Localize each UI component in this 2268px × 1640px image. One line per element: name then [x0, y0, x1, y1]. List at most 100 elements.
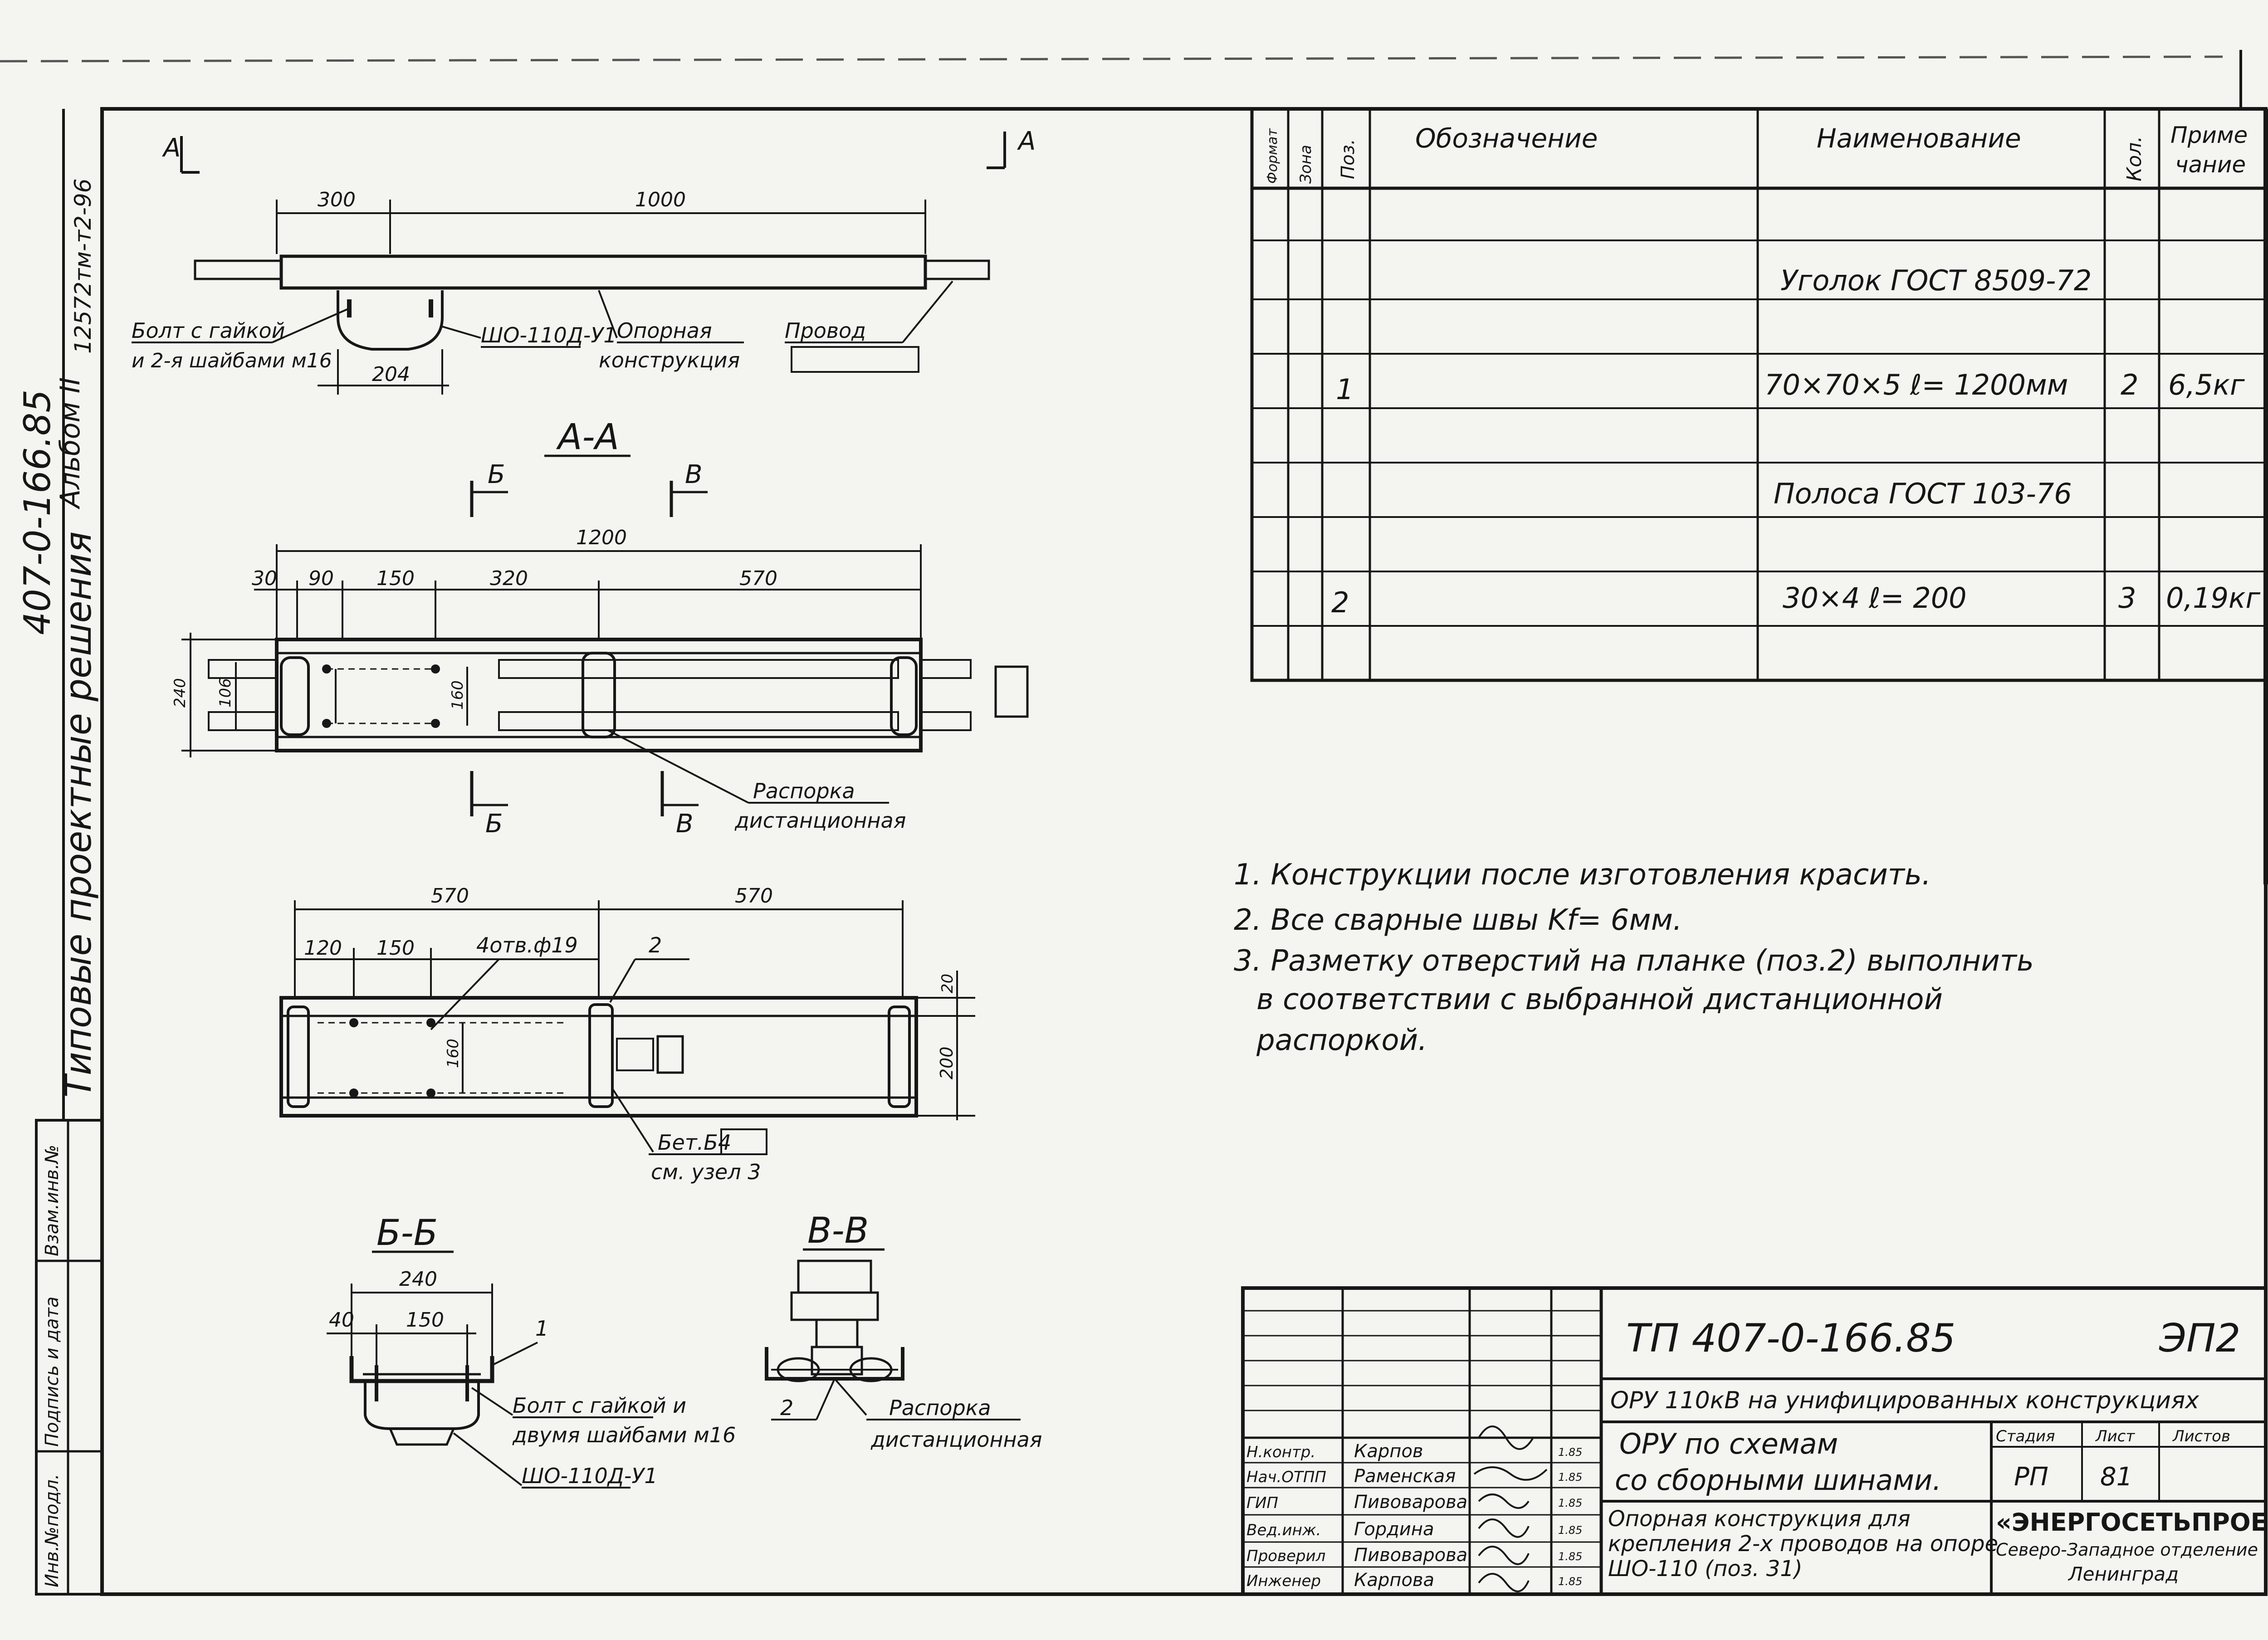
stage-label: Стадия [1996, 1427, 2055, 1445]
marker-b-top: Б [488, 460, 505, 489]
hdr-designation: Обозначение [1415, 123, 1598, 154]
sheet-value: 81 [2100, 1462, 2132, 1492]
sig-name-5: Пивоварова [1354, 1545, 1467, 1566]
dim-320: 320 [490, 567, 528, 590]
sig-role-5: Проверил [1246, 1547, 1325, 1565]
plan-dim-200: 200 [937, 1046, 957, 1079]
plan-dim-150: 150 [376, 937, 415, 960]
plan-dim-20: 20 [938, 974, 957, 993]
vv-pos-2: 2 [780, 1396, 793, 1420]
sig-role-4: Вед.инж. [1246, 1521, 1321, 1539]
dim-1200: 1200 [576, 526, 627, 549]
top-view: А А 300 1000 204 Болт с гайкой и 2-я шай… [132, 127, 1036, 395]
hdr-zone: Зона [1297, 145, 1315, 184]
hdr-qty: Кол. [2123, 136, 2146, 181]
row-2-qty: 2 [2121, 368, 2138, 401]
dim-30: 30 [252, 567, 277, 590]
plan-view: 570 570 120 150 4отв.ф19 2 160 20 [279, 884, 975, 1184]
sig-date-3: 1.85 [1558, 1497, 1582, 1509]
title-block: Н.контр. Карпов 1.85 Нач.ОТПП Раменская … [1241, 1286, 2268, 1596]
section-aa: А-А Б В 1200 30 90 150 320 570 [171, 417, 1029, 839]
vv-spacer-label-2: дистанционная [870, 1427, 1042, 1452]
row-2-note: 6,5кг [2168, 368, 2245, 401]
marker-v-top: В [685, 460, 702, 489]
sig-role-6: Инженер [1246, 1572, 1321, 1590]
sig-date-1: 1.85 [1558, 1446, 1582, 1459]
stage-value: РП [2014, 1462, 2048, 1492]
sig-name-1: Карпов [1354, 1441, 1423, 1462]
dim-300: 300 [318, 188, 356, 211]
dim-160: 160 [449, 680, 467, 710]
sheet-label: Лист [2095, 1427, 2135, 1445]
bb-pos-1: 1 [535, 1316, 548, 1341]
hdr-note-2: чание [2175, 151, 2246, 178]
bb-dim-150: 150 [406, 1308, 444, 1332]
dim-1000: 1000 [635, 188, 686, 211]
bb-bolt-label: Болт с гайкой и [513, 1393, 686, 1418]
insulator-label: ШО-110Д-У1 [481, 323, 617, 347]
support-label-2: конструкция [599, 348, 740, 372]
plan-dim-570-right: 570 [735, 884, 773, 908]
wire-label: Провод [785, 318, 866, 343]
sig-date-4: 1.85 [1558, 1524, 1582, 1537]
hdr-pos: Поз. [1338, 139, 1359, 179]
section-aa-title: А-А [556, 417, 619, 458]
bolt-label-2: и 2-я шайбами м16 [132, 349, 332, 372]
general-notes: 1. Конструкции после изготовления красит… [1234, 858, 2034, 1057]
pos-2-label: 2 [649, 933, 662, 957]
note-2: 2. Все сварные швы Kf= 6мм. [1234, 903, 1682, 937]
section-bb: Б-Б 240 40 150 1 Болт с гайкой и двумя ш… [327, 1213, 736, 1489]
sig-name-6: Карпова [1354, 1570, 1434, 1591]
vv-spacer-label: Распорка [889, 1396, 991, 1420]
dim-240: 240 [171, 678, 189, 708]
org-city: Ленинград [2068, 1563, 2179, 1585]
drawing-title-3: ШО-110 (поз. 31) [1608, 1556, 1803, 1581]
bb-dim-40: 40 [329, 1308, 354, 1332]
sheet-code: ЭП2 [2159, 1316, 2240, 1361]
row-2-name: 70×70×5 ℓ= 1200мм [1765, 368, 2068, 401]
sig-date-2: 1.85 [1558, 1471, 1582, 1484]
note-1: 1. Конструкции после изготовления красит… [1234, 858, 1931, 892]
spacer-label: Распорка [753, 779, 855, 803]
sig-date-5: 1.85 [1558, 1550, 1582, 1563]
section-bb-title: Б-Б [376, 1213, 438, 1254]
section-marker-a-right: А [1017, 127, 1036, 156]
dim-106: 106 [216, 678, 235, 708]
org-branch: Северо-Западное отделение [1996, 1540, 2258, 1560]
spec-table: Формат Зона Поз. Обозначение Наименовани… [1250, 107, 2268, 682]
sig-name-2: Раменская [1354, 1466, 1456, 1487]
stamp-replace: Взам.инв.№ [42, 1145, 63, 1256]
row-4-pos: 2 [1331, 586, 1349, 619]
dim-150: 150 [376, 567, 415, 590]
row-2-pos: 1 [1336, 373, 1354, 406]
archive-number: 12572тм-т2-96 [70, 178, 96, 354]
note-3-line-2: в соответствии с выбранной дистанционной [1256, 983, 1943, 1016]
note-3-line-3: распоркой. [1256, 1024, 1427, 1057]
holes-label: 4отв.ф19 [476, 933, 578, 957]
section-vv-title: В-В [807, 1210, 869, 1251]
hdr-name: Наименование [1817, 123, 2021, 154]
sheets-label: Листов [2172, 1427, 2230, 1445]
album-code: 407-0-166.85 [16, 390, 59, 635]
dim-204: 204 [372, 363, 410, 386]
subtitle-1: ОРУ по схемам [1619, 1427, 1838, 1460]
support-label: Опорная [617, 318, 712, 343]
doc-number: ТП 407-0-166.85 [1626, 1316, 1955, 1361]
hdr-format: Формат [1265, 128, 1281, 184]
project-title: ОРУ 110кВ на унифицированных конструкция… [1610, 1387, 2200, 1414]
stamp-inv: Инв.№подл. [42, 1474, 63, 1587]
marker-v-bottom: В [676, 809, 693, 839]
bb-bolt-label-2: двумя шайбами м16 [512, 1423, 736, 1447]
org-name: «ЭНЕРГОСЕТЬПРОЕКТ» [1996, 1508, 2268, 1537]
stamp-sign: Подпись и дата [42, 1297, 63, 1447]
bb-insulator-label: ШО-110Д-У1 [522, 1464, 658, 1488]
node-label: см. узел 3 [651, 1160, 761, 1184]
marker-b-bottom: Б [485, 809, 503, 839]
bb-dim-240: 240 [399, 1268, 437, 1291]
sig-name-3: Пивоварова [1354, 1492, 1467, 1513]
spacer-label-2: дистанционная [734, 808, 906, 833]
row-4-qty: 3 [2118, 581, 2136, 615]
album-title: Типовые проектные решения [57, 532, 99, 1098]
row-3-name: Полоса ГОСТ 103-76 [1774, 477, 2072, 510]
